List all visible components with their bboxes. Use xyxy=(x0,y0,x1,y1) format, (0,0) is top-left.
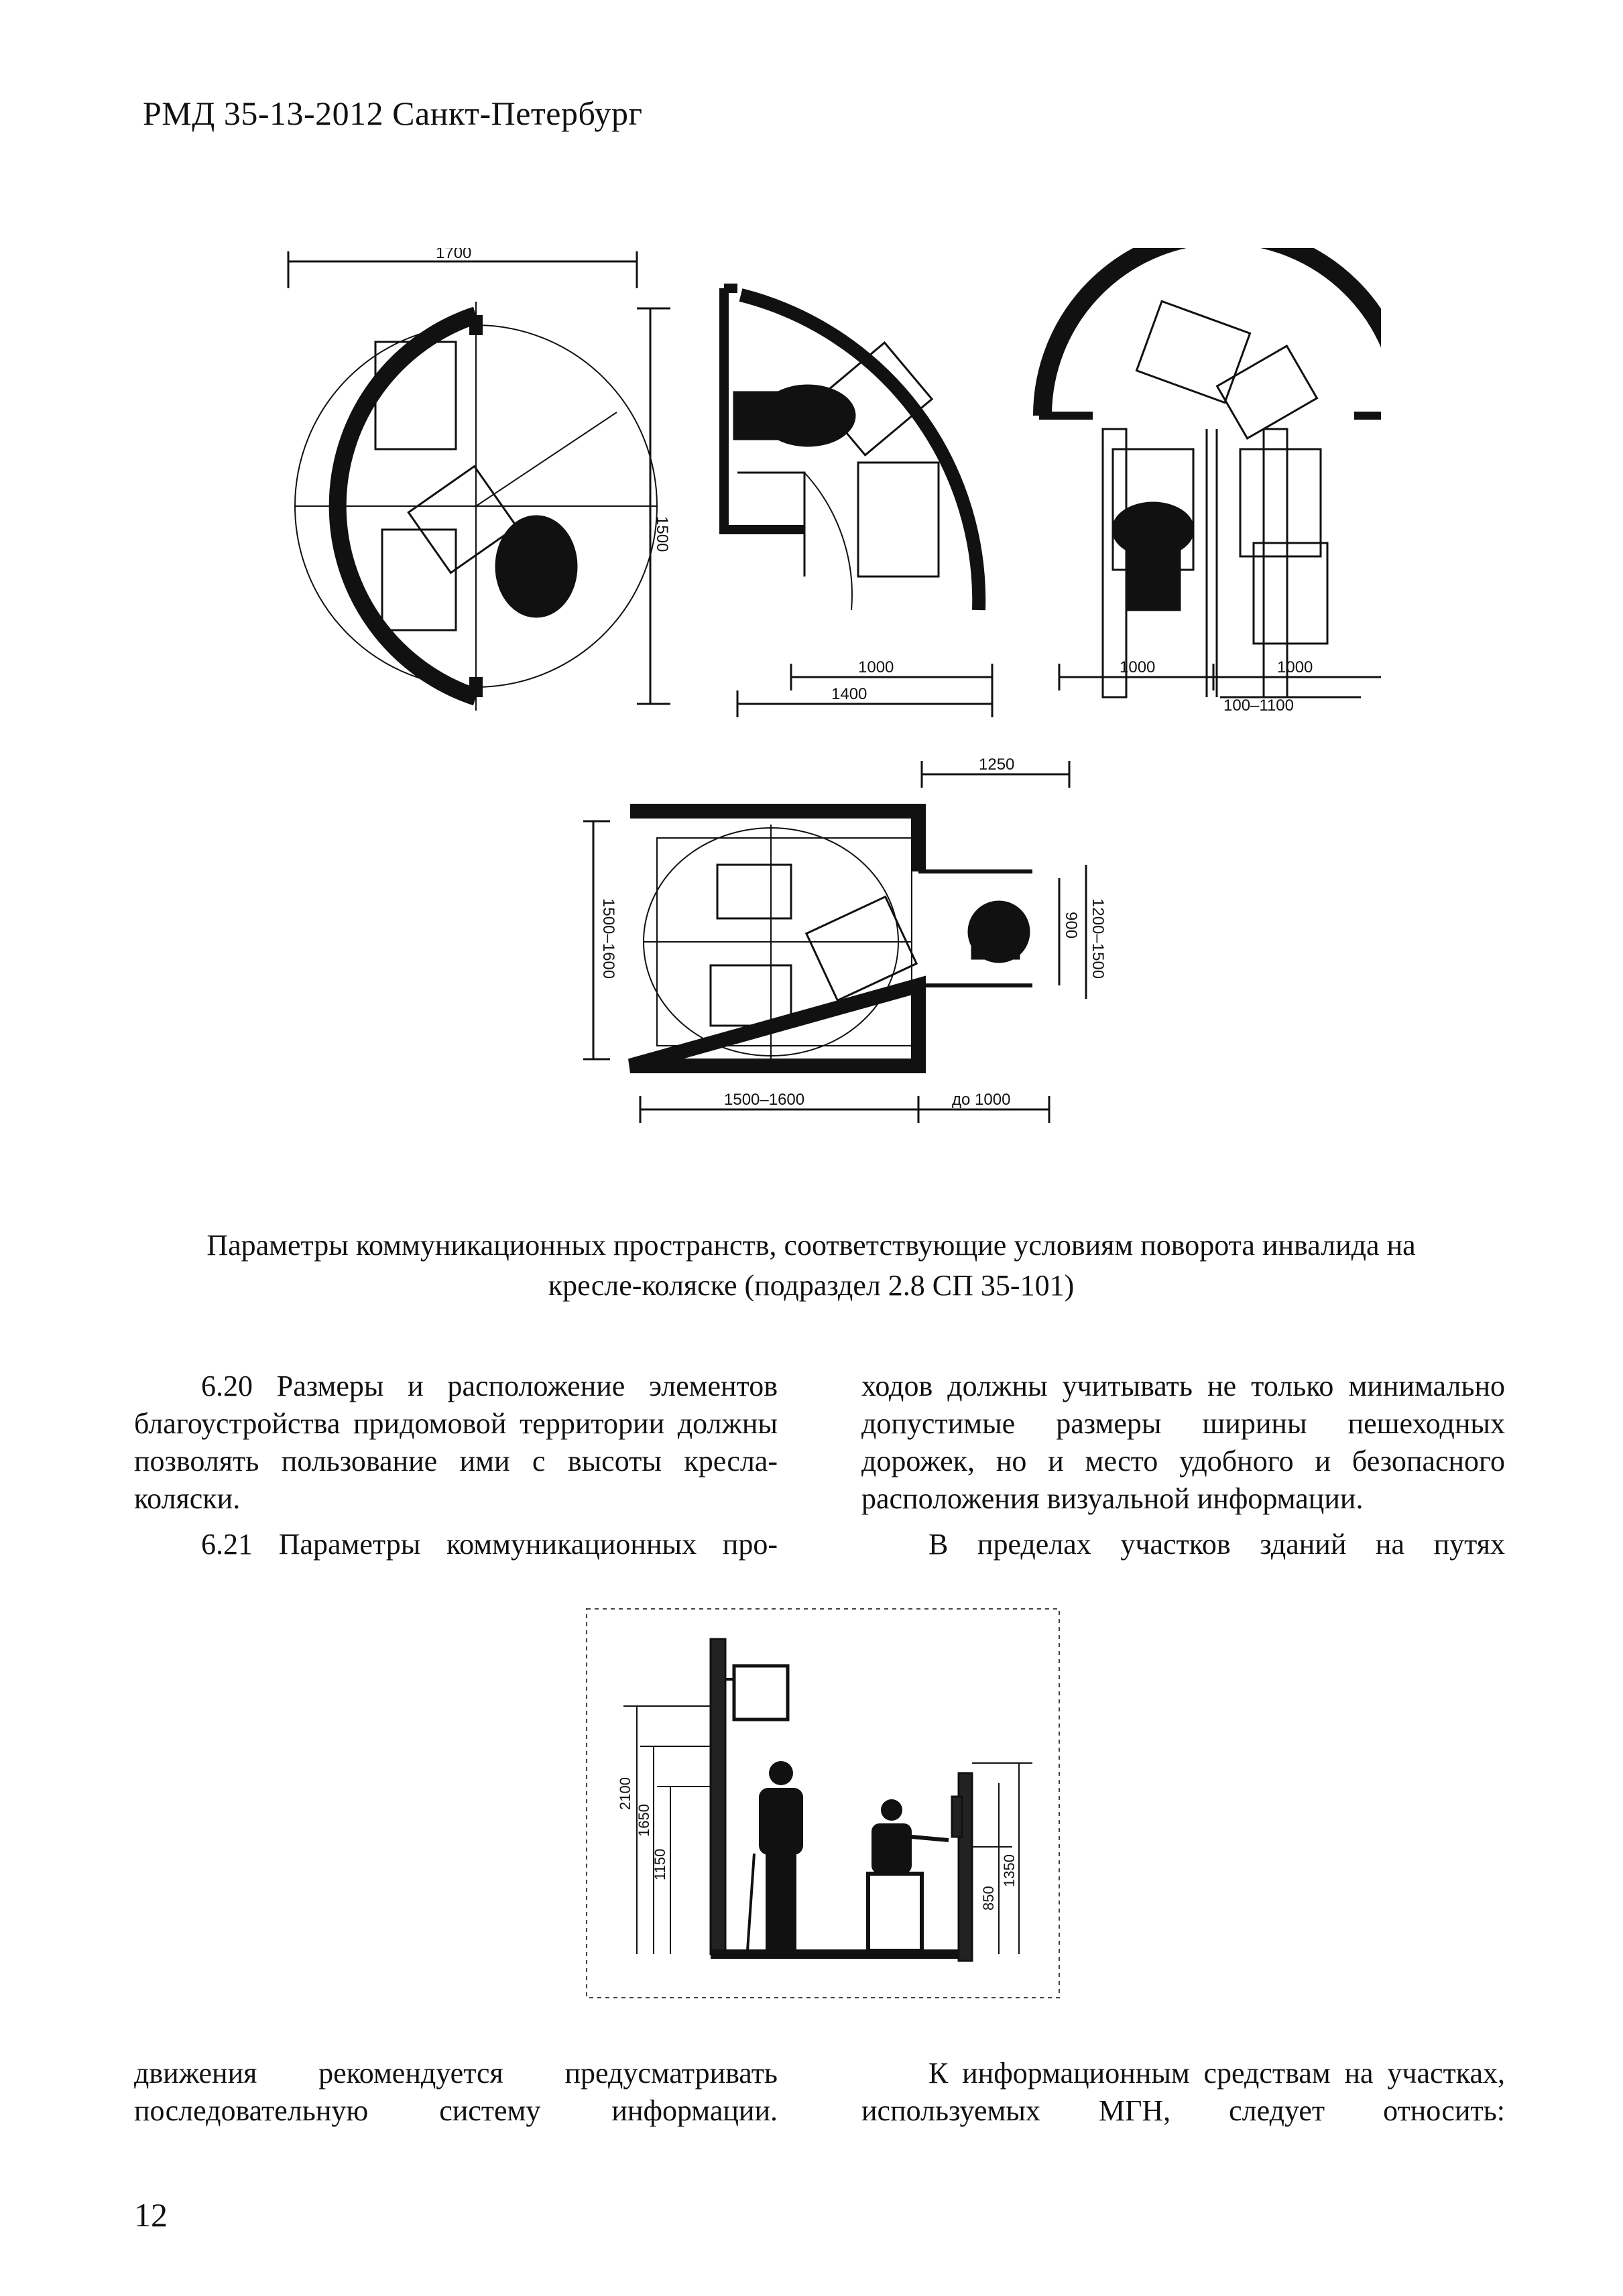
dim-b-inner: 1000 xyxy=(858,658,894,676)
standing-person-silhouette xyxy=(759,1761,803,1951)
dim-d-top: 1250 xyxy=(979,756,1014,774)
dim-d-right-outer: 1200–1500 xyxy=(1089,898,1107,979)
diagram-b-corner-turn xyxy=(719,284,994,717)
dim-d-left: 1500–1600 xyxy=(599,898,617,979)
dim-a-width: 1700 xyxy=(436,248,471,262)
turning-space-figure: 1700 1500 1000 1400 1000 1000 100–1100 1… xyxy=(287,248,1381,1123)
caption-line-1: Параметры коммуникационных пространств, … xyxy=(206,1229,1416,1262)
paragraph-right-continued: ходов должны учитывать не только минимал… xyxy=(861,1370,1505,1515)
dim-c-right: 1000 xyxy=(1277,658,1313,676)
paragraph-6-20: 6.20 Размеры и расположение элементов бл… xyxy=(134,1370,778,1515)
dim-d-bottom-left: 1500–1600 xyxy=(724,1091,804,1109)
dim-1350: 1350 xyxy=(1001,1854,1018,1887)
dim-d-bottom-right: до 1000 xyxy=(952,1091,1010,1109)
dim-c-left: 1000 xyxy=(1120,658,1155,676)
diagram-a-circle-turn xyxy=(287,251,670,711)
paragraph-right-2: В пределах участков зданий на путях xyxy=(928,1528,1505,1561)
figure-caption: Параметры коммуникационных пространств, … xyxy=(201,1225,1421,1306)
dim-b-outer: 1400 xyxy=(831,685,867,703)
caption-line-2: кресле-коляске (подраздел 2.8 СП 35-101) xyxy=(548,1269,1075,1302)
dim-2100: 2100 xyxy=(617,1777,634,1810)
dim-c-door: 100–1100 xyxy=(1223,697,1294,715)
page-header: РМД 35-13-2012 Санкт-Петербург xyxy=(143,95,643,132)
dim-d-right-inner: 900 xyxy=(1062,912,1080,939)
dim-1150: 1150 xyxy=(652,1849,668,1880)
dim-850: 850 xyxy=(980,1886,997,1911)
info-height-figure: 2100 1650 1150 850 1350 xyxy=(586,1608,1060,1998)
right-column-bottom: К информационным средствам на участках, … xyxy=(861,2057,1505,2127)
left-column-bottom: движения рекомендуется предусматривать п… xyxy=(134,2057,778,2127)
diagram-d-room-turn xyxy=(583,761,1087,1123)
dim-1650: 1650 xyxy=(636,1804,652,1837)
dim-a-height: 1500 xyxy=(653,516,671,552)
left-column-top: 6.20 Размеры и расположение элементов бл… xyxy=(134,1368,778,1563)
diagram-c-door-turn xyxy=(1033,248,1381,699)
right-column-top: ходов должны учитывать не только минимал… xyxy=(861,1368,1505,1563)
wheelchair-user-silhouette xyxy=(866,1799,924,1953)
page-number: 12 xyxy=(134,2196,168,2234)
paragraph-6-21: 6.21 Параметры коммуникационных про- xyxy=(201,1528,778,1561)
